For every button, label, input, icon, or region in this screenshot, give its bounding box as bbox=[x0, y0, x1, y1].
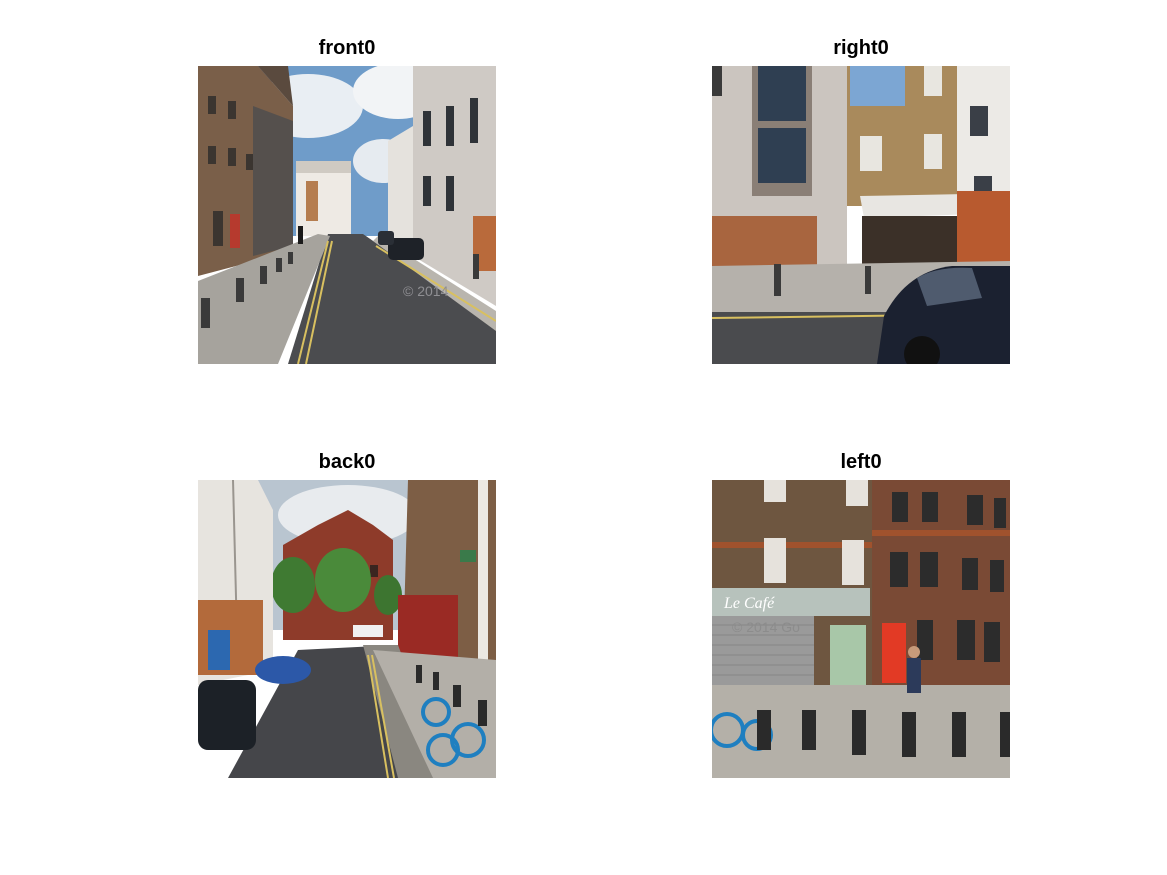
shop-sign-text: Le Café bbox=[723, 595, 775, 612]
street-view-photo-left: Le Café © 2014 Go bbox=[712, 480, 1010, 778]
street-view-photo-right bbox=[712, 66, 1010, 364]
panel-title: front0 bbox=[318, 37, 376, 59]
panel-title: back0 bbox=[318, 451, 376, 473]
street-view-photo-back bbox=[198, 480, 496, 778]
watermark: © 2014 bbox=[403, 283, 449, 299]
panel-title: left0 bbox=[840, 451, 882, 473]
watermark: © 2014 Go bbox=[732, 619, 800, 635]
street-view-photo-front: © 2014 bbox=[198, 66, 496, 364]
panel-title: right0 bbox=[833, 37, 889, 59]
